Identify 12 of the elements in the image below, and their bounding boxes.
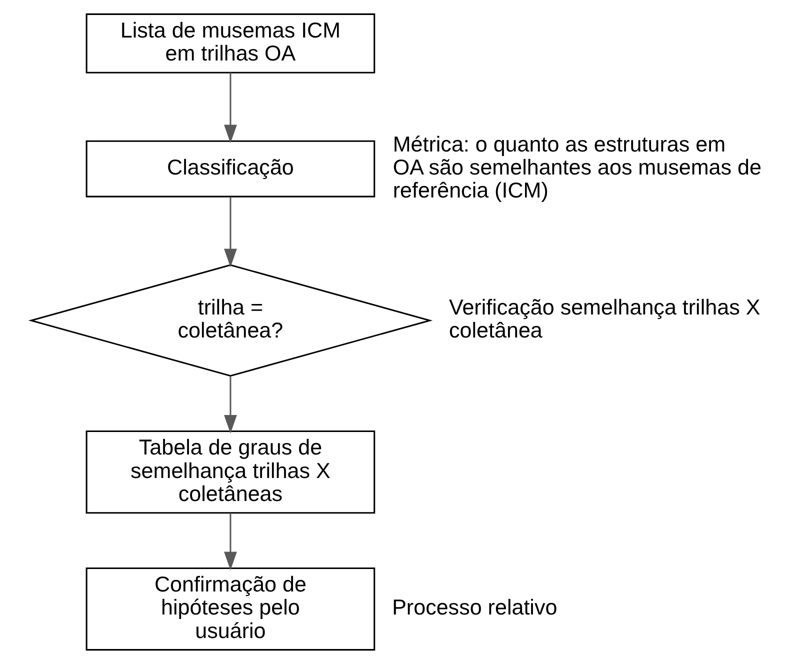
node-box: Tabela de graus de semelhança trilhas X coletâneas: [85, 430, 375, 514]
node-box: Classificação: [85, 140, 375, 198]
node-label: Verificação semelhança trilhas X coletânea: [448, 296, 760, 343]
node-label: Métrica: o quanto as estruturas em OA são semelhantes aos musemas de referência (ICM): [392, 132, 761, 203]
node-diamond: trilha = coletânea?: [28, 264, 432, 377]
arrow: [224, 513, 236, 570]
node-label: Processo relativo: [392, 596, 557, 620]
arrow: [224, 72, 236, 144]
node-box: Confirmação de hipóteses pelo usuário: [85, 567, 375, 651]
node-box: Lista de musemas ICM em trilhas OA: [85, 13, 375, 74]
arrow: [224, 376, 236, 434]
arrow: [224, 196, 236, 268]
